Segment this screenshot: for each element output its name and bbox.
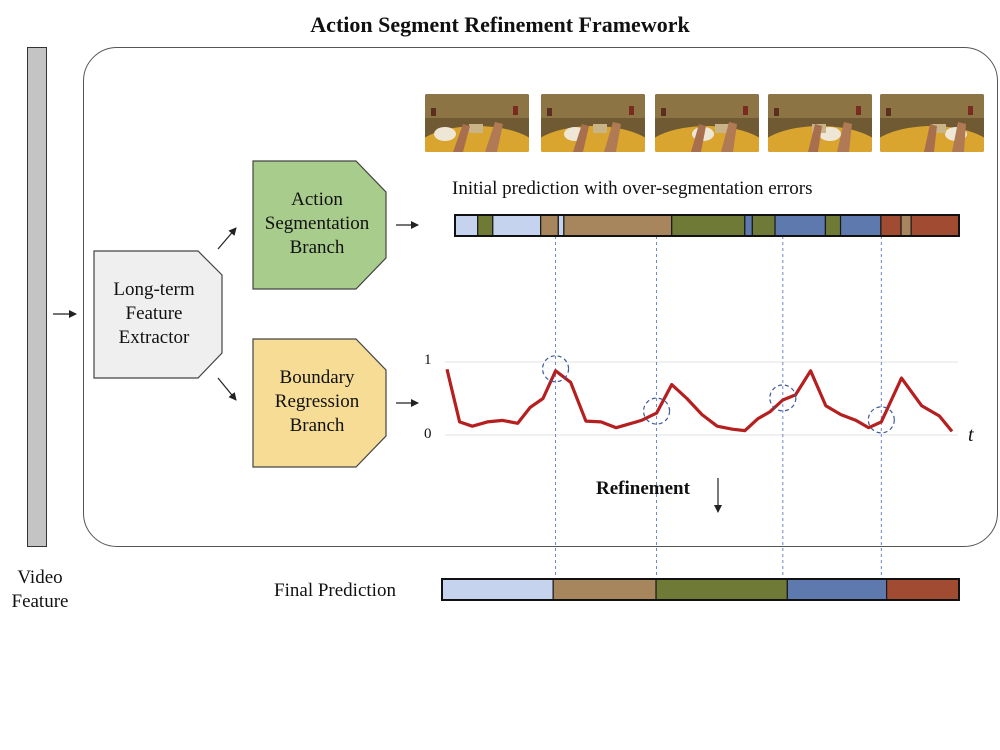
video-feature-label: Video Feature [0, 566, 80, 614]
time-axis-label: t [968, 424, 974, 446]
initial-prediction-outline [454, 214, 960, 237]
peak-marker-4 [867, 406, 895, 434]
final-prediction-segment-3 [655, 578, 788, 601]
initial-prediction-segment-1 [454, 214, 479, 237]
arrow-extractor-to-segmentation [217, 227, 237, 250]
peak-marker-3 [769, 384, 797, 412]
initial-prediction-segment-15 [910, 214, 960, 237]
final-prediction-bar [441, 578, 960, 601]
initial-prediction-segment-10 [774, 214, 827, 237]
initial-prediction-segment-2 [477, 214, 494, 237]
br-line-1: Boundary [279, 367, 355, 388]
arrow-extractor-to-boundary [217, 377, 237, 401]
initial-prediction-segment-6 [563, 214, 673, 237]
long-term-feature-extractor-label: Long-term Feature Extractor [96, 278, 212, 350]
initial-prediction-segment-8 [744, 214, 753, 237]
initial-prediction-segment-4 [540, 214, 559, 237]
y-tick-1: 1 [424, 352, 432, 368]
action-segmentation-branch-label: Action Segmentation Branch [253, 188, 381, 260]
br-line-3: Branch [289, 415, 345, 436]
initial-prediction-segment-9 [751, 214, 776, 237]
as-line-2: Segmentation [264, 213, 370, 234]
initial-prediction-segment-11 [824, 214, 842, 237]
br-line-2: Regression [274, 391, 360, 412]
diagram-title: Action Segment Refinement Framework [310, 12, 690, 37]
final-prediction-segment-1 [441, 578, 554, 601]
lt-line-2: Feature [125, 303, 183, 324]
video-feature-bar [27, 47, 47, 547]
video-frame-5 [880, 94, 984, 152]
lt-line-3: Extractor [118, 327, 190, 348]
initial-prediction-segment-14 [900, 214, 912, 237]
peak-marker-1 [541, 355, 570, 383]
y-tick-0: 0 [424, 426, 432, 442]
initial-prediction-segment-3 [492, 214, 542, 237]
as-line-3: Branch [289, 237, 345, 258]
final-prediction-outline [441, 578, 960, 601]
video-frame-3 [655, 94, 759, 152]
refinement-label: Refinement [596, 478, 690, 499]
framework-frame [83, 47, 998, 547]
boundary-curve [445, 368, 954, 433]
final-prediction-segment-5 [886, 578, 960, 601]
as-line-1: Action [291, 189, 343, 210]
video-frame-2 [541, 94, 645, 152]
action-segmentation-branch-block [252, 160, 387, 290]
final-prediction-segment-2 [552, 578, 657, 601]
initial-prediction-label: Initial prediction with over-segmentatio… [452, 178, 813, 199]
video-frame-1 [425, 94, 529, 152]
boundary-regression-branch-block [252, 338, 387, 468]
long-term-feature-extractor-block [93, 250, 223, 379]
boundary-peak-markers [541, 355, 895, 434]
initial-prediction-segment-13 [880, 214, 902, 237]
video-feature-label-line-2: Feature [11, 591, 69, 612]
lt-line-1: Long-term [113, 279, 195, 300]
initial-prediction-bar [454, 214, 960, 237]
boundary-regression-branch-label: Boundary Regression Branch [253, 366, 381, 438]
initial-prediction-segment-12 [839, 214, 882, 237]
initial-prediction-segment-7 [671, 214, 746, 237]
video-frame-4 [768, 94, 872, 152]
video-feature-label-line-1: Video [17, 567, 63, 588]
final-prediction-label: Final Prediction [274, 580, 396, 601]
final-prediction-segment-4 [786, 578, 888, 601]
peak-marker-2 [642, 397, 671, 425]
initial-prediction-segment-5 [557, 214, 565, 237]
